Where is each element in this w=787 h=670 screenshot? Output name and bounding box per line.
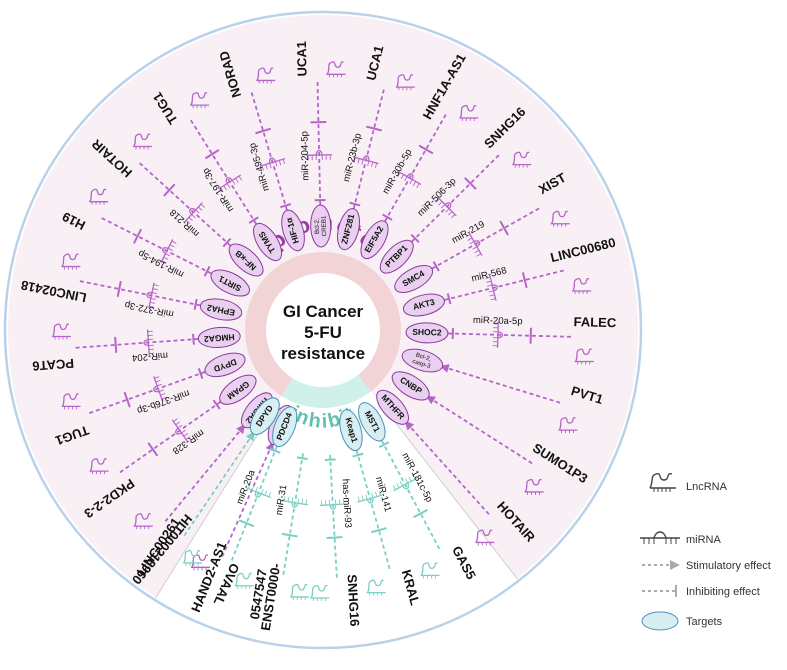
- promote-spoke-15-inhibit-bar: [115, 337, 116, 353]
- mirna-legend-icon: [640, 532, 680, 544]
- center-title-line1: GI Cancer: [283, 302, 364, 321]
- center-title-line3: resistance: [281, 344, 365, 363]
- promote-spoke-3-mirna-label: miR-20a-5p: [473, 315, 523, 327]
- promote-spoke-9-target-label: CREB1: [321, 215, 328, 236]
- legend-lncrna-label: LncRNA: [686, 481, 728, 493]
- inhibit-spoke-3-lncrna-label: SNHG16: [344, 574, 362, 627]
- targets-legend-ellipse: [642, 612, 678, 630]
- inhibit-spoke-3-inhibit-bar: [327, 537, 343, 538]
- legend-mirna-label: miRNA: [686, 534, 721, 546]
- legend-targets-label: Targets: [686, 616, 723, 628]
- lncrna-legend-icon: [650, 474, 676, 492]
- inhibit-spoke-3-target-bar: [325, 459, 336, 460]
- center-title-line2: 5-FU: [304, 323, 342, 342]
- promote-spoke-9-mirna-label: miR-204-5p: [299, 131, 311, 181]
- promote-spoke-15-target-bar: [193, 334, 194, 345]
- legend-inhibiting-label: Inhibiting effect: [686, 586, 760, 598]
- promote-spoke-9-lncrna-label: UCA1: [294, 41, 310, 77]
- legend-stimulatory-label: Stimulatory effect: [686, 560, 771, 572]
- legend: LncRNA miRNA Stimulatory effect Inhibiti…: [640, 474, 771, 630]
- promote-spoke-15-lncrna-label: PCAT6: [32, 356, 75, 374]
- promote-spoke-3-lncrna-label: FALEC: [573, 314, 617, 330]
- promote-spoke-3-target-label: SHOC2: [412, 327, 442, 338]
